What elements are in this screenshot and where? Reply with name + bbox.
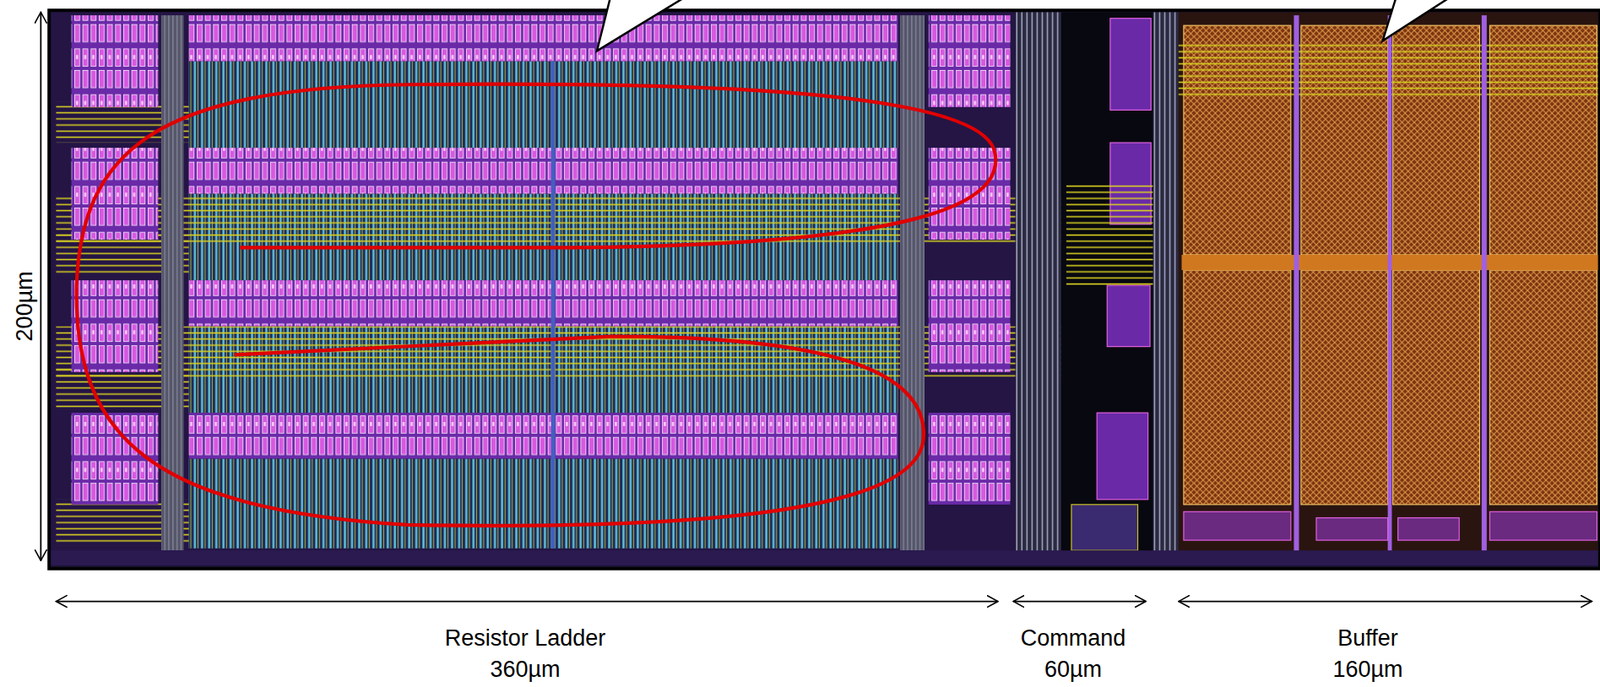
dimension-label: 60µm	[1044, 657, 1102, 684]
dimension-label: 200µm	[12, 271, 38, 342]
block-name: Resistor Ladder	[444, 626, 607, 652]
block-name: Buffer	[1337, 626, 1399, 652]
dimension-label: 160µm	[1332, 657, 1403, 684]
dimension-label: 360µm	[489, 657, 560, 684]
block-name: Command	[1020, 626, 1127, 652]
